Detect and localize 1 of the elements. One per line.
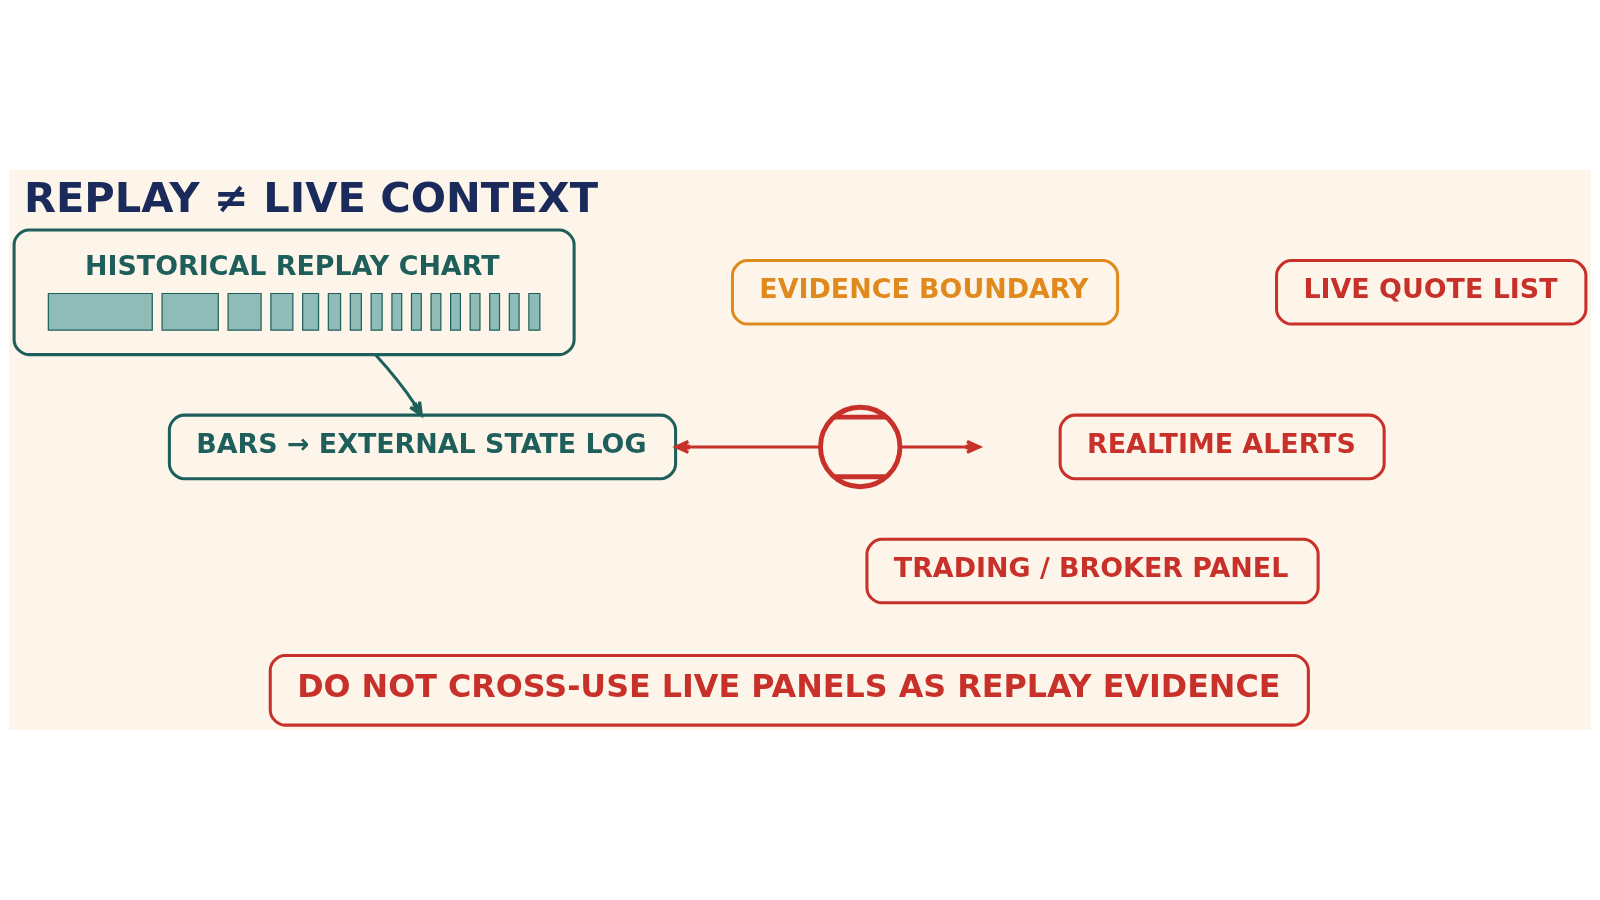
diagram-title: REPLAY ≠ LIVE CONTEXT — [23, 172, 599, 222]
